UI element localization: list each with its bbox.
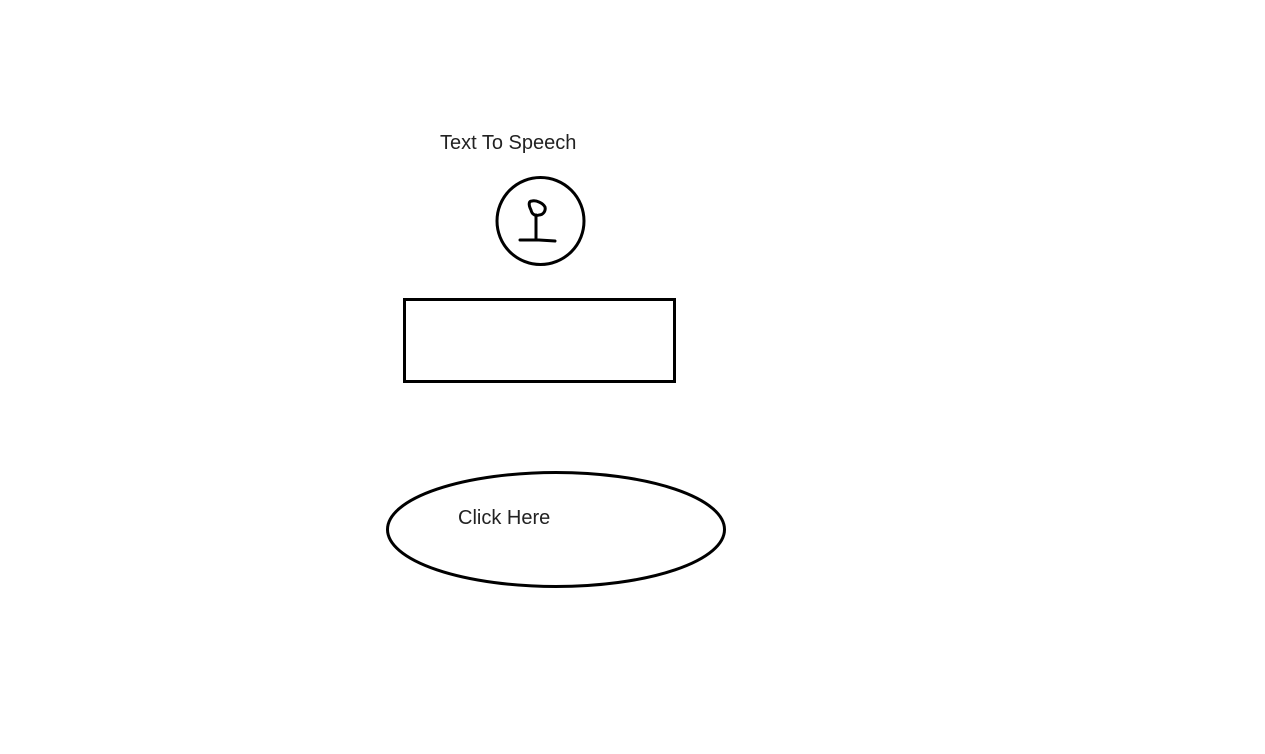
click-here-label: Click Here (458, 507, 551, 529)
microphone-button[interactable] (495, 176, 586, 266)
click-here-button[interactable]: Click Here (386, 471, 726, 588)
microphone-icon (495, 176, 586, 266)
button-outline (386, 471, 726, 588)
page-title: Text To Speech (440, 132, 577, 154)
text-input[interactable] (403, 298, 676, 383)
